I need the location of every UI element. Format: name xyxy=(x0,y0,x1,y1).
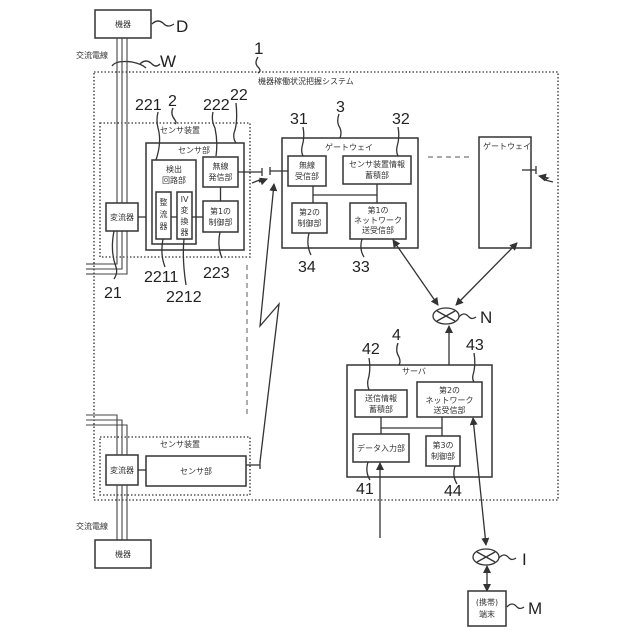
network-i xyxy=(473,549,499,565)
third-control-label-2: 制御部 xyxy=(431,451,455,461)
iv-converter-char-2: 変 xyxy=(181,205,189,215)
first-control-223 xyxy=(203,201,238,232)
wireless-link-lightning xyxy=(260,184,279,462)
ref-32: 32 xyxy=(392,111,410,128)
iv-converter-char-3: 換 xyxy=(181,216,189,226)
ref-2211: 2211 xyxy=(144,269,179,286)
ref-i: I xyxy=(522,550,527,569)
ref-m: M xyxy=(528,599,542,618)
leader-21 xyxy=(112,231,116,279)
detection-circuit-label-2: 回路部 xyxy=(162,175,186,185)
system-title: 機器稼働状況把握システム xyxy=(258,76,354,86)
leader-m xyxy=(507,604,524,609)
second-network-label-1: 第2の xyxy=(439,385,460,395)
second-network-label-3: 送受信部 xyxy=(434,405,466,415)
ac-wires-top xyxy=(86,38,127,274)
ac-wire-bottom-label: 交流電線 xyxy=(76,521,108,531)
terminal-m xyxy=(468,591,506,626)
ref-44: 44 xyxy=(444,483,462,500)
ref-n: N xyxy=(480,308,492,327)
rectifier-2-label: 変流器 xyxy=(110,465,134,475)
bottom-device-label: 機器 xyxy=(115,549,131,559)
ref-2: 2 xyxy=(168,93,177,110)
leader-d xyxy=(152,21,174,26)
ref-222: 222 xyxy=(203,97,230,114)
link-gw1-n xyxy=(393,240,438,305)
second-network-label-2: ネットワーク xyxy=(426,396,474,405)
iv-converter-char-1: IV xyxy=(181,195,189,204)
ref-42: 42 xyxy=(362,341,380,358)
sensor-unit-2-label: センサ部 xyxy=(180,466,212,476)
terminal-label-1: (携帯) xyxy=(476,597,498,607)
ac-wire-top-label: 交流電線 xyxy=(76,50,108,60)
sensor-device-1-label: センサ装置 xyxy=(160,125,200,135)
ref-2212: 2212 xyxy=(166,289,202,306)
rectifier-cell-char-2: 流 xyxy=(160,209,168,219)
leader-i xyxy=(499,555,516,560)
gateway-2 xyxy=(479,137,531,248)
ref-43: 43 xyxy=(466,337,484,354)
ref-221: 221 xyxy=(135,97,162,114)
ref-22: 22 xyxy=(230,87,248,104)
send-info-store-label-2: 蓄積部 xyxy=(369,404,393,414)
ref-34: 34 xyxy=(298,259,316,276)
leader-n xyxy=(459,314,476,319)
sensor-unit-22-label: センサ部 xyxy=(178,145,210,155)
leader-3 xyxy=(338,114,341,138)
server-label: サーバ xyxy=(402,367,426,376)
ref-1: 1 xyxy=(254,39,263,58)
ref-33: 33 xyxy=(352,259,370,276)
gateway-2-label: ゲートウェイ xyxy=(483,141,531,151)
second-control-label-2: 制御部 xyxy=(298,218,322,228)
gateway-1-label: ゲートウェイ xyxy=(325,142,373,152)
detection-circuit-label-1: 検出 xyxy=(166,164,182,174)
ref-4: 4 xyxy=(392,327,401,344)
first-control-label-2: 制御部 xyxy=(209,217,233,227)
rectifier-cell-char-1: 整 xyxy=(160,197,168,207)
top-device: 機器 xyxy=(95,10,151,38)
first-control-label-1: 第1の xyxy=(210,206,231,216)
rectifier-21-label: 変流器 xyxy=(110,212,134,222)
ref-w: W xyxy=(160,52,176,71)
wireless-signal-icon xyxy=(539,176,553,182)
sensor-info-store-label-1: センサ装置情報 xyxy=(349,159,405,169)
ref-223: 223 xyxy=(203,265,230,282)
network-n xyxy=(433,308,459,324)
first-network-label-1: 第1の xyxy=(367,205,388,215)
sensor-device-2-label: センサ装置 xyxy=(160,439,200,449)
wireless-rx-label-1: 無線 xyxy=(299,160,315,170)
first-network-label-2: ネットワーク xyxy=(354,216,402,225)
rectifier-cell-char-3: 器 xyxy=(160,222,168,231)
first-network-label-3: 送受信部 xyxy=(362,225,394,235)
link-gw2-n xyxy=(456,243,517,305)
leader-1 xyxy=(256,57,260,73)
top-device-label: 機器 xyxy=(115,19,131,29)
ref-d: D xyxy=(176,17,188,36)
send-info-store-label-1: 送信情報 xyxy=(365,393,397,403)
iv-converter-char-4: 器 xyxy=(181,228,189,237)
ref-21: 21 xyxy=(104,285,122,302)
ref-31: 31 xyxy=(290,111,308,128)
data-input-label: データ入力部 xyxy=(357,443,405,453)
second-control-label-1: 第2の xyxy=(299,207,320,217)
wireless-tx-label-1: 無線 xyxy=(213,161,229,171)
ref-3: 3 xyxy=(336,99,345,116)
wireless-signal-icon xyxy=(252,179,267,183)
bottom-device: 機器 xyxy=(95,540,151,568)
terminal-label-2: 端末 xyxy=(479,609,495,619)
leader-2 xyxy=(172,108,176,124)
ref-41: 41 xyxy=(356,481,374,498)
third-control-label-1: 第3の xyxy=(432,440,453,450)
sensor-info-store-label-2: 蓄積部 xyxy=(365,170,389,180)
wireless-tx-label-2: 発信部 xyxy=(209,172,233,182)
leader-4 xyxy=(397,343,400,365)
wireless-rx-label-2: 受信部 xyxy=(295,171,319,181)
